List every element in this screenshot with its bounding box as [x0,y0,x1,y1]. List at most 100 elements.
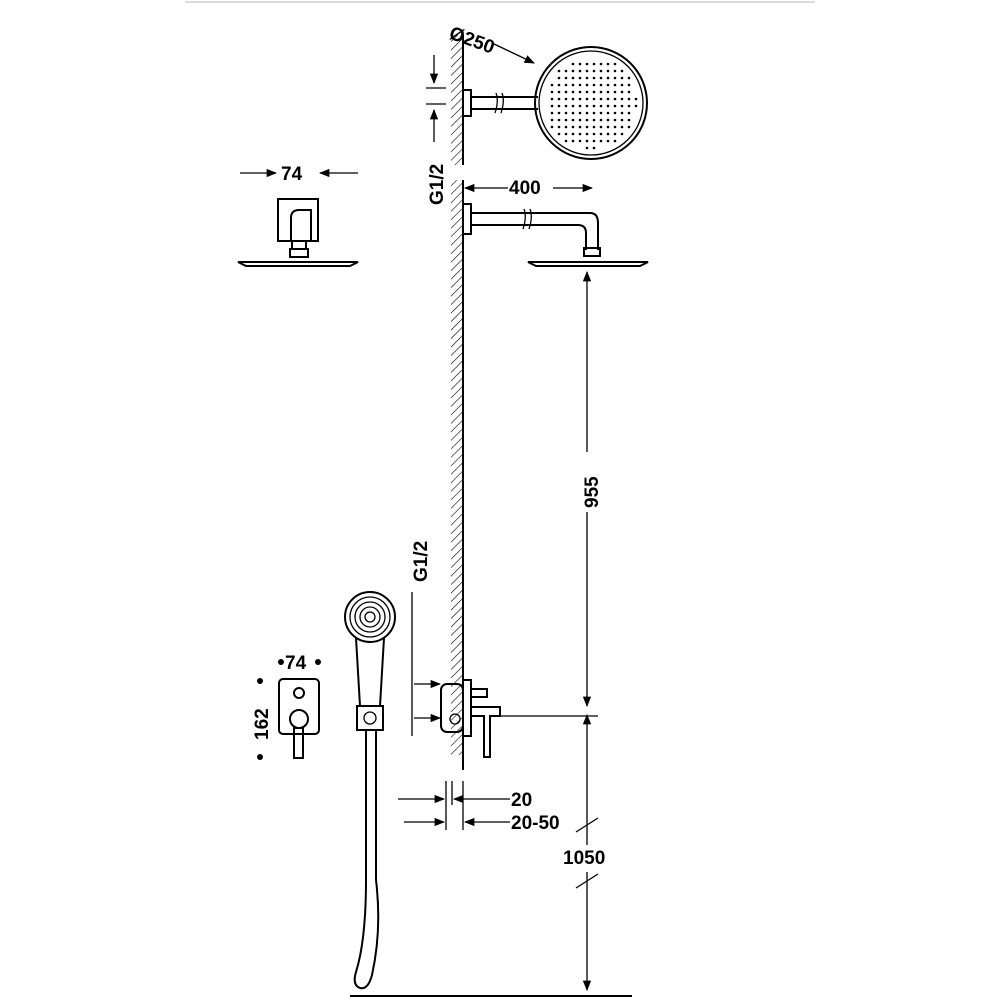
nozzle-dot [592,83,596,87]
nozzle-dot [627,76,631,80]
nozzle-dot [592,125,596,129]
nozzle-dot [620,132,624,136]
nozzle-dot [550,111,554,115]
nozzle-dot [557,132,561,136]
nozzle-dot [585,111,589,115]
valve-plate-width-label: 74 [285,653,307,674]
nozzle-dot [606,111,610,115]
nozzle-dot [620,83,624,87]
nozzle-dot [606,76,610,80]
nozzle-dot [606,139,610,143]
hand-shower [344,591,396,707]
nozzle-dot [634,104,638,108]
nozzle-dot [557,76,561,80]
nozzle-dot [620,118,624,122]
nozzle-dot [578,76,582,80]
nozzle-dot [578,90,582,94]
valve-plate-width-dimension: 74 [278,653,321,674]
nozzle-dot [592,97,596,101]
nozzle-dot [599,76,603,80]
nozzle-dot [599,62,603,66]
valve-plate-height-label: 162 [252,708,273,740]
nozzle-dot [571,90,575,94]
nozzle-dot [564,125,568,129]
nozzle-dot [620,69,624,73]
nozzle-dot [606,69,610,73]
nozzle-dot [620,111,624,115]
head-plate-width-dimension: 74 [240,164,358,185]
nozzle-dot [613,62,617,66]
nozzle-dot [578,83,582,87]
nozzle-dot [557,90,561,94]
nozzle-dot [564,90,568,94]
nozzle-dot [578,125,582,129]
nozzle-dot [634,97,638,101]
nozzle-dot [585,76,589,80]
shower-arm-top-view [462,89,538,117]
nozzle-dot [585,97,589,101]
arm-length-dimension: 400 [463,178,594,199]
nozzle-dot [585,118,589,122]
concealed-valve-section [440,679,598,770]
valve-depth-dimensions: 20 20-50 [398,781,560,834]
nozzle-dot [557,125,561,129]
nozzle-dot [606,118,610,122]
head-height-label: 955 [582,476,603,508]
nozzle-dot [585,83,589,87]
nozzle-dot [557,97,561,101]
nozzle-dot [585,139,589,143]
nozzle-dot [557,69,561,73]
nozzle-dot [578,62,582,66]
nozzle-dot [578,118,582,122]
nozzle-dot [564,97,568,101]
nozzle-dot [571,139,575,143]
nozzle-dot [585,132,589,136]
nozzle-dot [571,125,575,129]
nozzle-dot [620,97,624,101]
nozzle-dot [550,97,554,101]
upper-connection-dimension: G1/2 [426,55,448,205]
nozzle-dot [564,83,568,87]
nozzle-dot [613,76,617,80]
lower-connection-dimension: G1/2 [411,541,442,736]
nozzle-dot [578,104,582,108]
nozzle-dot [613,139,617,143]
nozzle-dot [550,83,554,87]
nozzle-dot [620,125,624,129]
nozzle-dot [571,132,575,136]
nozzle-dot [613,69,617,73]
nozzle-dot [571,69,575,73]
nozzle-dot [606,104,610,108]
nozzle-dot [557,83,561,87]
head-plate-width-label: 74 [281,164,303,185]
lower-connection-label: G1/2 [411,541,432,582]
nozzle-dot [613,125,617,129]
nozzle-dot [592,111,596,115]
nozzle-dot [564,118,568,122]
nozzle-dot [592,76,596,80]
nozzle-dot [627,90,631,94]
nozzle-dot [592,139,596,143]
nozzle-dot [599,69,603,73]
nozzle-dot [620,90,624,94]
valve-plate-front-view [278,678,320,759]
nozzle-dot [578,69,582,73]
nozzle-dot [564,76,568,80]
nozzle-dot [571,118,575,122]
nozzle-dot [627,111,631,115]
nozzle-dot [578,132,582,136]
nozzle-dot [599,83,603,87]
nozzle-dot [550,104,554,108]
nozzle-dot [606,62,610,66]
valve-install-depth-label: 20-50 [511,813,560,834]
nozzle-dot [606,132,610,136]
nozzle-dot [592,146,596,150]
nozzle-dot [599,90,603,94]
valve-height-label: 1050 [563,848,605,869]
nozzle-dot [599,118,603,122]
head-height-dimension: 955 [582,270,603,708]
nozzle-dot [592,104,596,108]
nozzle-dot [571,76,575,80]
nozzle-dot [613,104,617,108]
nozzle-dot [613,90,617,94]
